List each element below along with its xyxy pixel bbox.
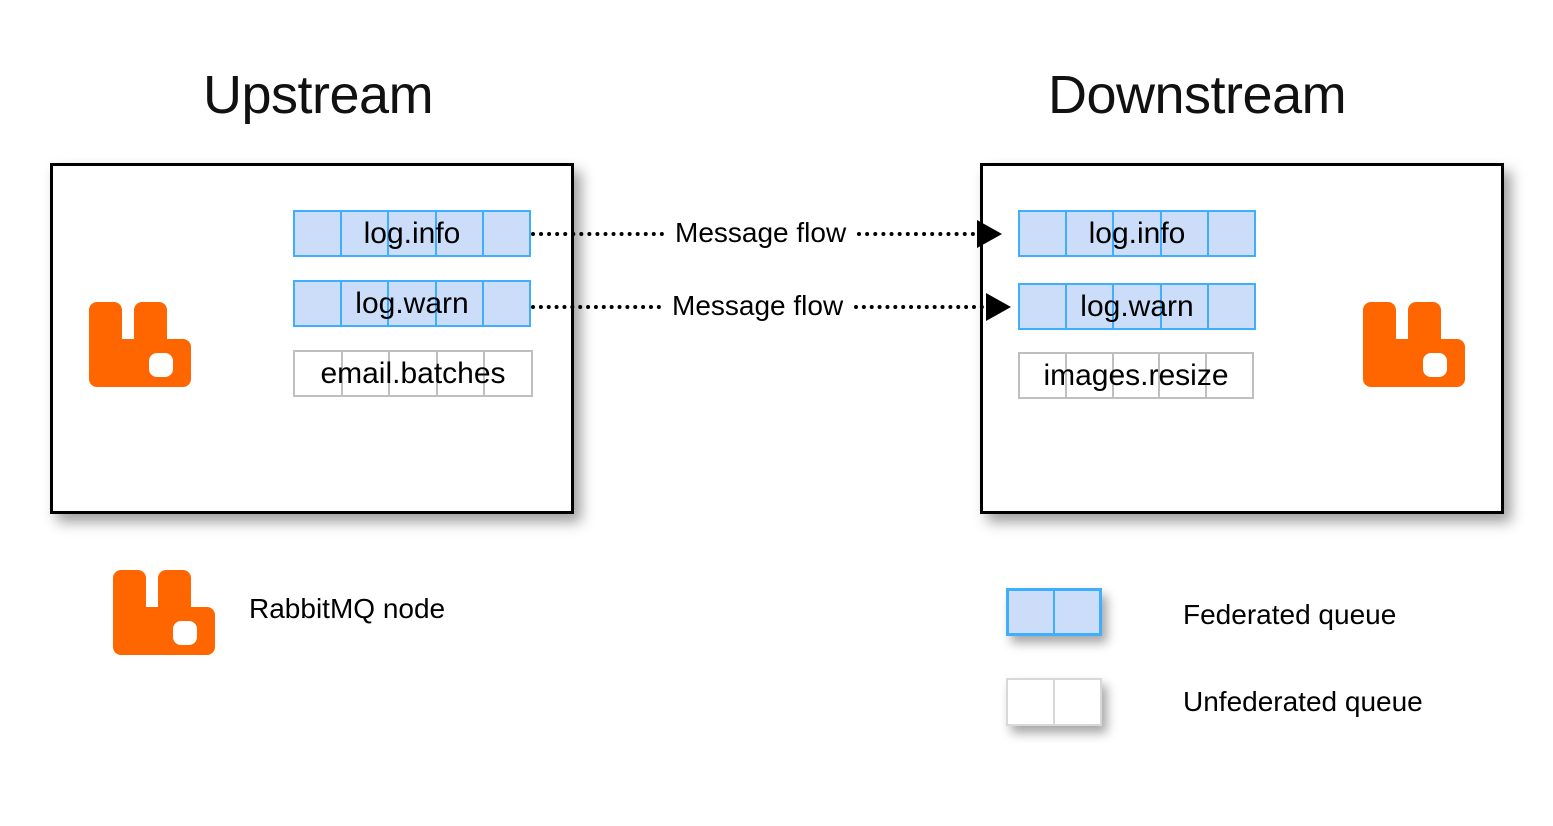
queue-cell (1114, 212, 1162, 255)
queue-cell (1008, 680, 1055, 724)
arrow-right-icon (977, 220, 1003, 248)
flow-label: Message flow (675, 216, 847, 248)
message-flow-log-info: Message flow (531, 216, 1021, 249)
queue-cell (1009, 591, 1055, 633)
queue-cell (389, 212, 437, 255)
queue-cell (1160, 354, 1208, 397)
flow-dotted-line (531, 305, 661, 309)
queue-cell (1067, 212, 1115, 255)
queue-cell (295, 212, 343, 255)
queue-cell (1020, 354, 1067, 397)
queue-cell (295, 352, 343, 395)
flow-dotted-line (854, 305, 985, 309)
queue-cell (342, 212, 390, 255)
queue-cells (293, 280, 531, 327)
queue-cell (1114, 285, 1162, 328)
downstream-title: Downstream (1048, 65, 1347, 125)
queue-cell (342, 352, 391, 395)
legend-label-rabbitmq-node: RabbitMQ node (249, 593, 446, 624)
legend-swatch-unfederated-queue (1006, 678, 1102, 726)
arrow-right-icon (986, 293, 1012, 321)
queue-cell (1161, 285, 1209, 328)
queue-cell (389, 282, 437, 325)
queue-cell (1055, 680, 1100, 724)
queue-cell (485, 352, 531, 395)
queue-cells (293, 350, 533, 397)
queue-cell (436, 212, 484, 255)
queue-upstream-log-info[interactable]: log.info (293, 210, 531, 257)
queue-cell (483, 282, 530, 325)
legend-label-unfederated-queue: Unfederated queue (1183, 686, 1423, 717)
queue-cell (483, 212, 530, 255)
queue-cell (436, 282, 484, 325)
flow-dotted-line (857, 232, 976, 236)
queue-downstream-images-resize[interactable]: images.resize (1018, 352, 1254, 399)
queue-cell (1113, 354, 1161, 397)
queue-cell (1055, 591, 1099, 633)
legend-rabbitmq-logo-icon (105, 553, 215, 663)
queue-cell (1208, 212, 1255, 255)
queue-cells (293, 210, 531, 257)
message-flow-log-warn: Message flow (531, 289, 1021, 322)
queue-cell (437, 352, 486, 395)
queue-downstream-log-info[interactable]: log.info (1018, 210, 1256, 257)
queue-cells (1018, 352, 1254, 399)
queue-cells (1018, 210, 1256, 257)
queue-cell (390, 352, 438, 395)
flow-label: Message flow (672, 289, 844, 321)
queue-cell (1208, 285, 1255, 328)
queue-cell (342, 282, 390, 325)
queue-cell (1020, 285, 1068, 328)
upstream-title: Upstream (203, 65, 434, 125)
legend-swatch-federated-queue (1006, 588, 1102, 636)
rabbitmq-logo-icon (1355, 285, 1465, 395)
queue-downstream-log-warn[interactable]: log.warn (1018, 283, 1256, 330)
queue-cell (1020, 212, 1068, 255)
queue-cell (295, 282, 343, 325)
queue-cells (1018, 283, 1256, 330)
queue-upstream-log-warn[interactable]: log.warn (293, 280, 531, 327)
queue-cell (1066, 354, 1114, 397)
flow-dotted-line (531, 232, 664, 236)
queue-upstream-email-batches[interactable]: email.batches (293, 350, 533, 397)
queue-cell (1067, 285, 1115, 328)
legend-label-federated-queue: Federated queue (1183, 599, 1397, 630)
queue-cell (1161, 212, 1209, 255)
queue-cell (1207, 354, 1252, 397)
rabbitmq-logo-icon (81, 285, 191, 395)
